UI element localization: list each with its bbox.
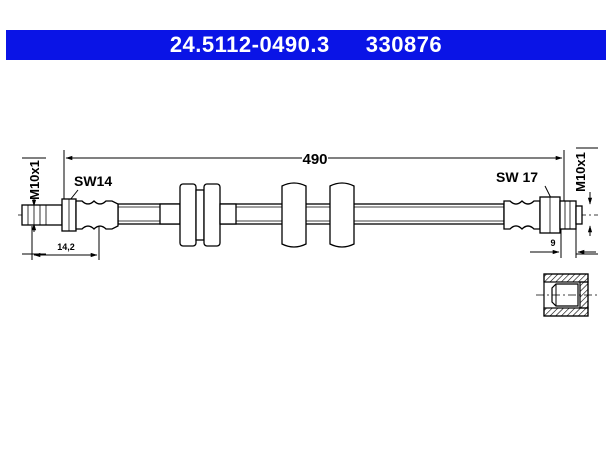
- mounting-bracket: [159, 183, 237, 247]
- left-wrench-label: SW14: [74, 173, 112, 189]
- hose-assembly: [18, 182, 598, 248]
- left-fitting: [21, 198, 119, 232]
- right-fitting-label: 9: [550, 238, 555, 248]
- right-thread-label: M10x1: [573, 152, 588, 192]
- reference-number: 330876: [365, 32, 443, 57]
- title-banner: 24.5112-0490.3 330876: [6, 30, 606, 60]
- port-section-detail: [536, 273, 598, 317]
- sleeve-left: [281, 182, 307, 248]
- right-wrench-label: SW 17: [496, 169, 538, 185]
- right-fitting: [503, 196, 583, 234]
- sleeve-right: [329, 182, 355, 248]
- length-dimension: 490: [63, 150, 565, 203]
- part-number: 24.5112-0490.3: [169, 32, 330, 57]
- length-label: 490: [302, 151, 327, 168]
- right-thread-dimension: M10x1: [573, 147, 598, 255]
- left-fitting-dimension: 14,2: [31, 226, 100, 260]
- left-thread-label: M10x1: [27, 160, 42, 200]
- left-fitting-label: 14,2: [57, 242, 75, 252]
- right-fitting-dimension: 9: [530, 226, 596, 258]
